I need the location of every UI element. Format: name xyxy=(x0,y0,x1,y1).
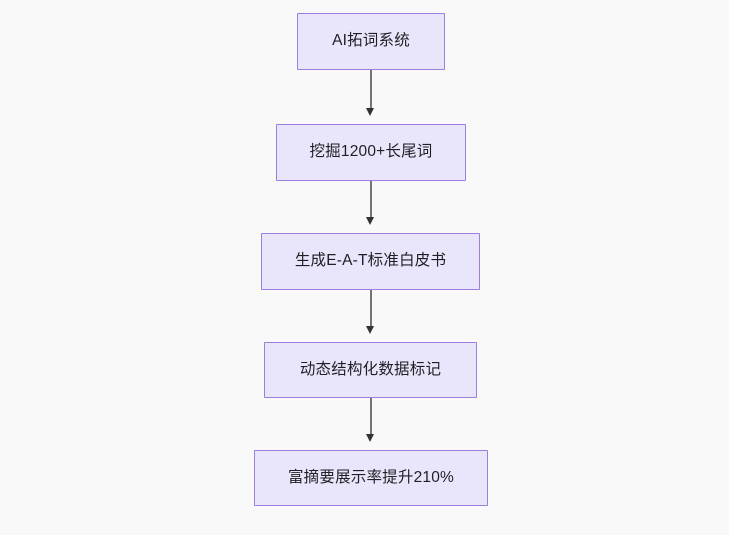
flow-node-ai-keyword-system[interactable]: AI拓词系统 xyxy=(297,13,445,70)
flow-node-rich-snippet-uplift[interactable]: 富摘要展示率提升210% xyxy=(254,450,488,506)
edge-line xyxy=(370,290,372,327)
arrowhead-icon xyxy=(366,217,375,225)
flow-node-label: 挖掘1200+长尾词 xyxy=(309,143,433,161)
flow-node-dynamic-structured-data[interactable]: 动态结构化数据标记 xyxy=(264,342,477,398)
edge-line xyxy=(370,181,372,218)
edge-line xyxy=(370,398,372,435)
flow-node-generate-eat-whitepaper[interactable]: 生成E-A-T标准白皮书 xyxy=(261,233,480,290)
arrowhead-icon xyxy=(366,326,375,334)
flow-node-label: 动态结构化数据标记 xyxy=(299,360,442,378)
arrowhead-icon xyxy=(366,434,375,442)
flow-node-label: 生成E-A-T标准白皮书 xyxy=(294,252,447,270)
edge-line xyxy=(370,70,372,109)
flow-node-label: AI拓词系统 xyxy=(332,32,410,50)
flow-node-label: 富摘要展示率提升210% xyxy=(287,468,455,486)
flow-node-mine-longtail-keywords[interactable]: 挖掘1200+长尾词 xyxy=(276,124,466,181)
arrowhead-icon xyxy=(366,108,375,116)
